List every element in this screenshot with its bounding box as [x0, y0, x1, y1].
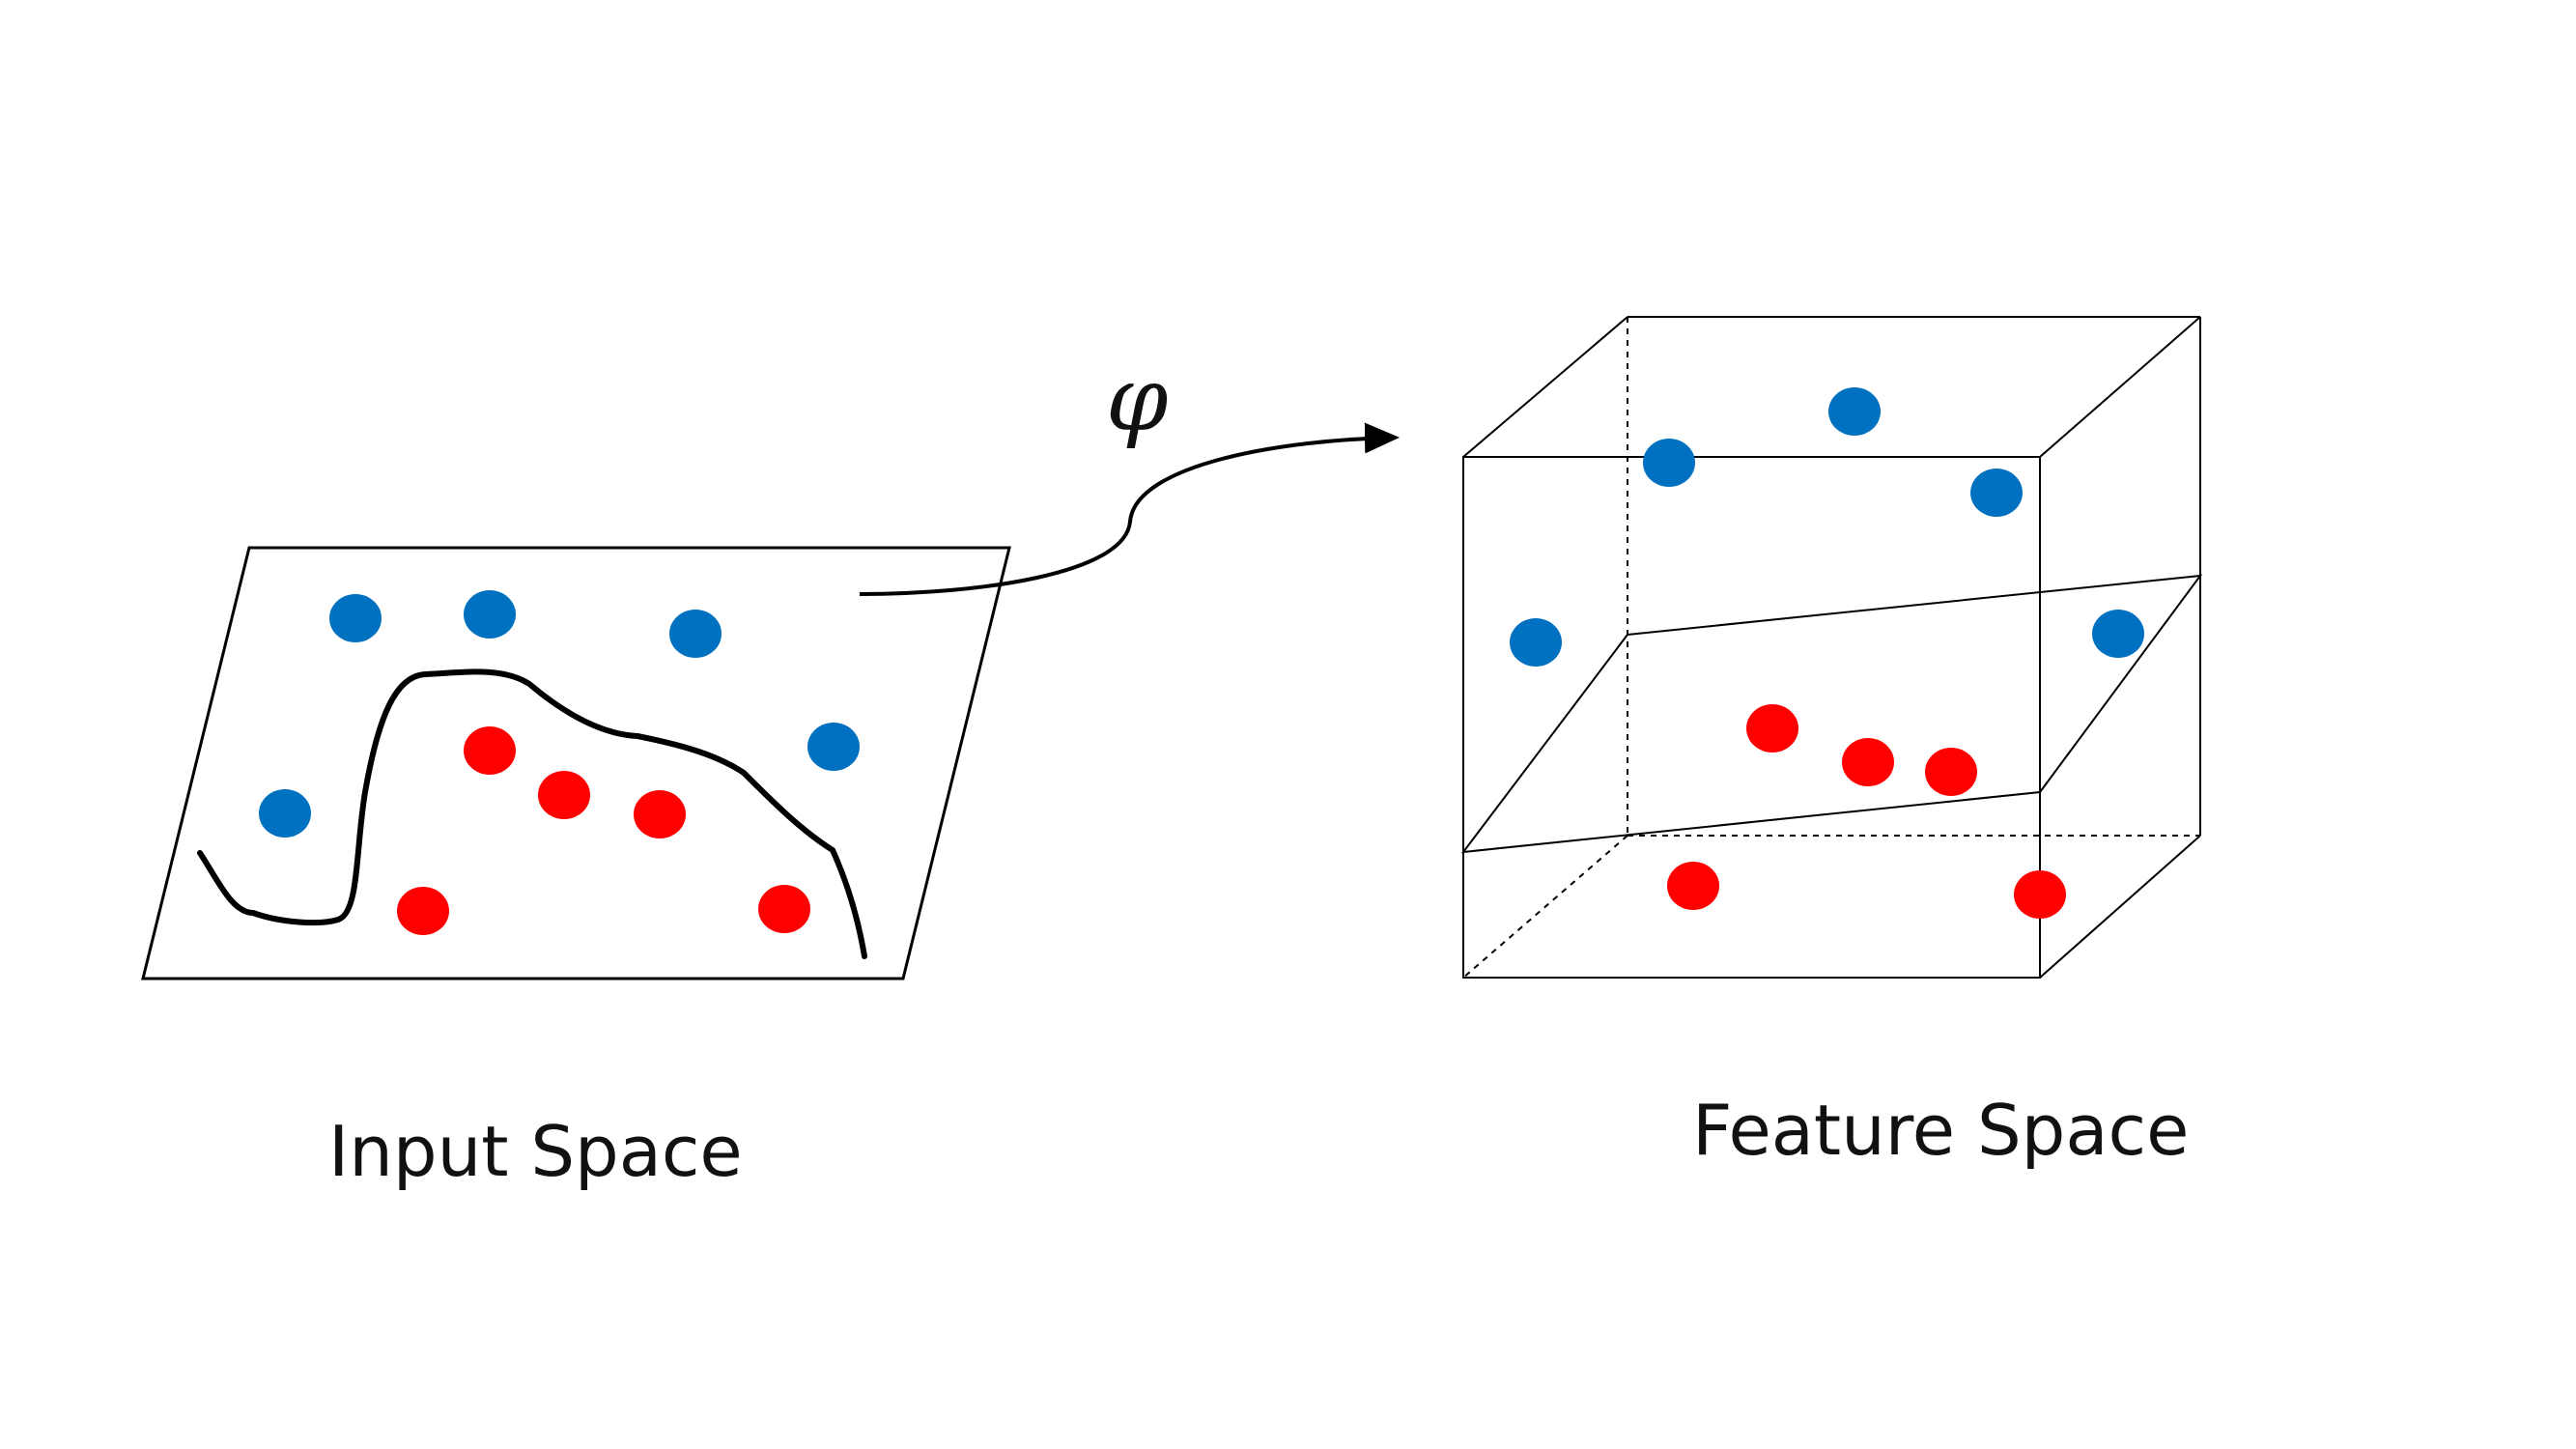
input-space-plane	[141, 546, 1011, 980]
feature-blue-point	[1643, 439, 1695, 487]
mapping-arrow	[859, 422, 1400, 596]
input-blue-point	[807, 723, 860, 771]
input-red-point	[538, 771, 590, 819]
input-space-label: Input Space	[328, 1111, 743, 1192]
feature-blue-point	[1970, 469, 2023, 517]
feature-space-label: Feature Space	[1692, 1090, 2190, 1171]
feature-red-point	[2014, 870, 2066, 919]
feature-blue-point	[1828, 387, 1881, 436]
mapping-function-label: φ	[1106, 348, 1169, 451]
cube-front-face	[1462, 456, 2041, 979]
cube-edge	[1462, 316, 1628, 458]
input-blue-point	[669, 610, 722, 658]
cube-edge	[2039, 835, 2201, 979]
input-space-group	[141, 546, 1011, 980]
feature-blue-point	[1510, 618, 1562, 667]
input-blue-point	[329, 594, 382, 642]
cube-edge	[2039, 316, 2201, 458]
feature-red-point	[1842, 738, 1894, 786]
input-red-point	[464, 726, 516, 775]
input-red-point	[758, 885, 810, 933]
feature-blue-point	[2092, 610, 2144, 658]
feature-red-point	[1925, 748, 1977, 796]
nonlinear-decision-boundary	[197, 668, 867, 959]
cube-hidden-edge	[1462, 835, 1628, 979]
input-red-point	[397, 887, 449, 935]
input-blue-point	[259, 789, 311, 838]
separating-hyperplane	[1460, 574, 2203, 854]
input-red-point	[634, 790, 686, 838]
feature-red-point	[1667, 862, 1719, 910]
input-blue-point	[464, 590, 516, 639]
feature-space-cube	[1460, 316, 2203, 979]
feature-red-point	[1746, 704, 1798, 753]
